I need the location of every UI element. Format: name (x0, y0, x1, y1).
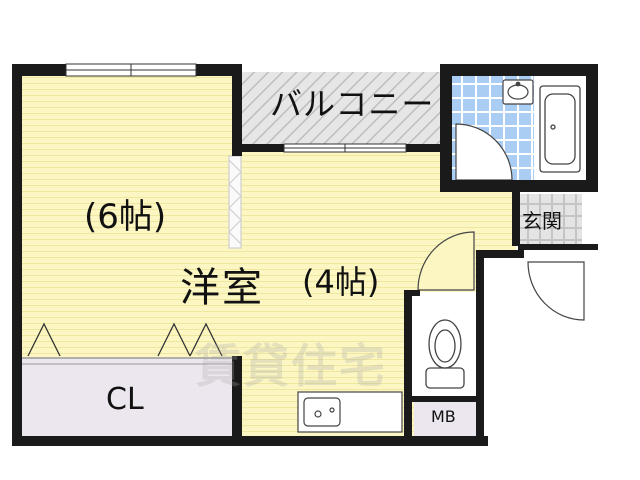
room-size-4-label: (4帖) (302, 263, 380, 301)
meter-box-area (414, 400, 478, 436)
room-size-6-label: (6帖) (84, 197, 167, 237)
toilet-door-icon (417, 231, 475, 291)
balcony-area (240, 72, 440, 150)
toilet-icon (425, 319, 465, 389)
kitchen-sink-icon (297, 391, 403, 433)
closet-area (22, 358, 232, 436)
sliding-partition-icon (228, 155, 242, 249)
closet-label: CL (106, 382, 144, 417)
entrance-door-icon (527, 261, 585, 321)
balcony-label: バルコニー (270, 85, 435, 123)
washbasin-icon (502, 79, 534, 105)
bathtub-icon (539, 85, 581, 173)
bath-door-icon (455, 123, 513, 181)
window-balcony (283, 143, 407, 153)
western-room-label: 洋室 (180, 265, 264, 311)
bathtub-area (534, 76, 586, 180)
meter-box-label: MB (431, 407, 456, 426)
entrance-area (518, 194, 582, 244)
watermark: 賃貸住宅 (195, 339, 387, 393)
closet-door-icon (27, 322, 223, 357)
window-top (65, 63, 197, 77)
entrance-label: 玄関 (522, 209, 562, 233)
